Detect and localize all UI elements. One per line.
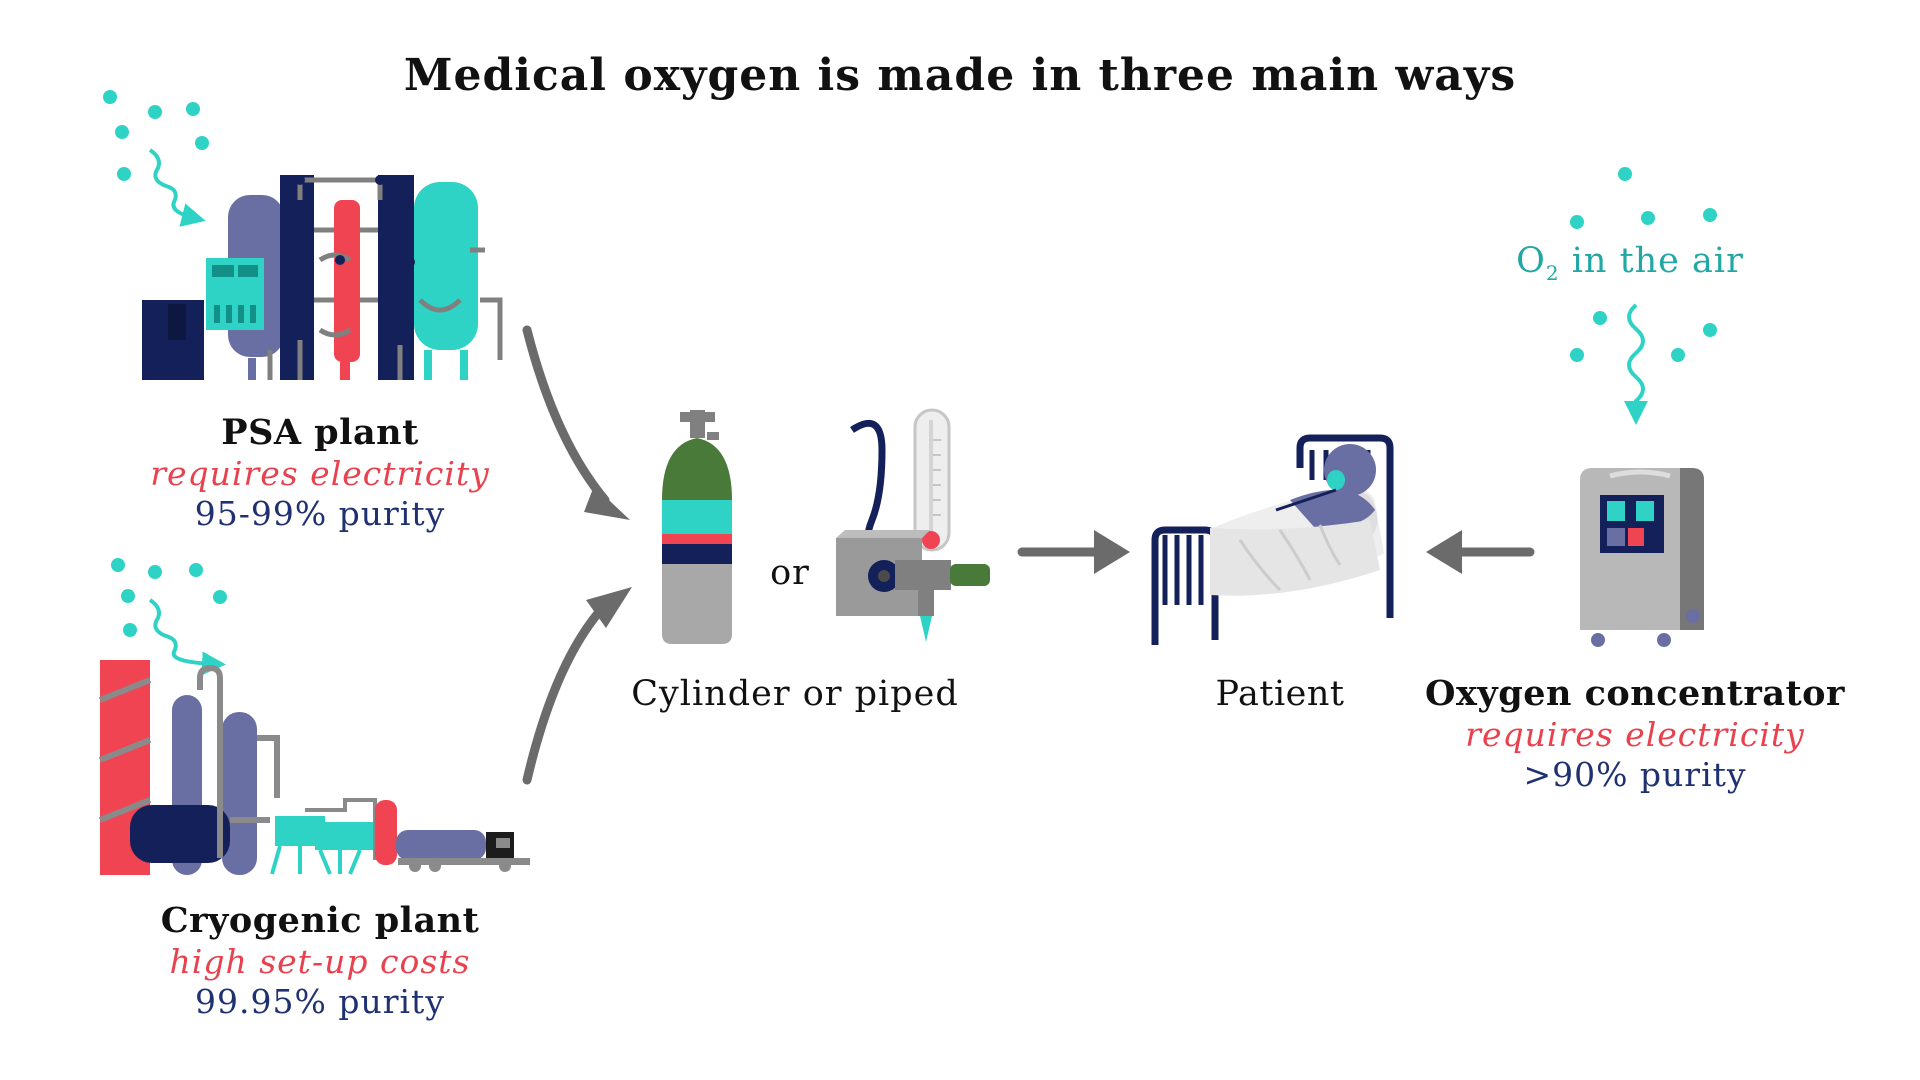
psa-name: PSA plant	[221, 412, 419, 453]
concentrator-label-group: Oxygen concentrator requires electricity…	[1410, 673, 1860, 794]
o2-symbol: O	[1516, 241, 1546, 281]
cryogenic-plant-icon	[98, 660, 530, 875]
arrowhead-concentrator	[1426, 530, 1462, 574]
patient-label: Patient	[1215, 674, 1345, 714]
cryogenic-requirement: high set-up costs	[169, 942, 471, 981]
patient-bed-icon	[1151, 434, 1394, 645]
o2-air-dots-icon	[1570, 167, 1717, 362]
psa-requirement: requires electricity	[150, 454, 490, 493]
psa-label-group: PSA plant requires electricity 95-99% pu…	[120, 412, 520, 533]
or-label: or	[770, 553, 810, 593]
psa-plant-icon	[135, 175, 503, 384]
cryo-wavy-arrow-icon	[148, 598, 226, 676]
concentrator-wavy-arrow-icon	[1624, 303, 1648, 425]
concentrator-name: Oxygen concentrator	[1425, 673, 1845, 714]
psa-wavy-arrow-icon	[148, 148, 206, 227]
o2-subscript: 2	[1545, 261, 1560, 285]
wall-flowmeter-icon	[836, 408, 990, 642]
oxygen-cylinder-icon	[662, 410, 732, 644]
o2-in-air-label: O2 in the air	[1480, 240, 1780, 285]
flow-arrows	[522, 325, 1535, 785]
o2-suffix: in the air	[1559, 241, 1744, 281]
arrowhead-cylinder	[1094, 530, 1130, 574]
delivery-label: Cylinder or piped	[631, 674, 959, 714]
cryogenic-name: Cryogenic plant	[160, 900, 480, 941]
psa-to-cylinder-arrow	[522, 325, 610, 505]
concentrator-requirement: requires electricity	[1465, 715, 1805, 754]
arrowhead-cryo	[586, 587, 632, 628]
cryo-air-dots-icon	[111, 558, 227, 637]
cryo-to-cylinder-arrow	[522, 600, 610, 785]
concentrator-purity: >90% purity	[1523, 754, 1747, 794]
arrowhead-psa	[584, 486, 630, 520]
cryogenic-label-group: Cryogenic plant high set-up costs 99.95%…	[100, 900, 540, 1021]
psa-purity: 95-99% purity	[194, 493, 446, 533]
diagram-title: Medical oxygen is made in three main way…	[403, 50, 1517, 101]
cryogenic-purity: 99.95% purity	[195, 981, 445, 1021]
psa-air-dots-icon	[103, 90, 209, 181]
oxygen-concentrator-icon	[1580, 468, 1704, 647]
